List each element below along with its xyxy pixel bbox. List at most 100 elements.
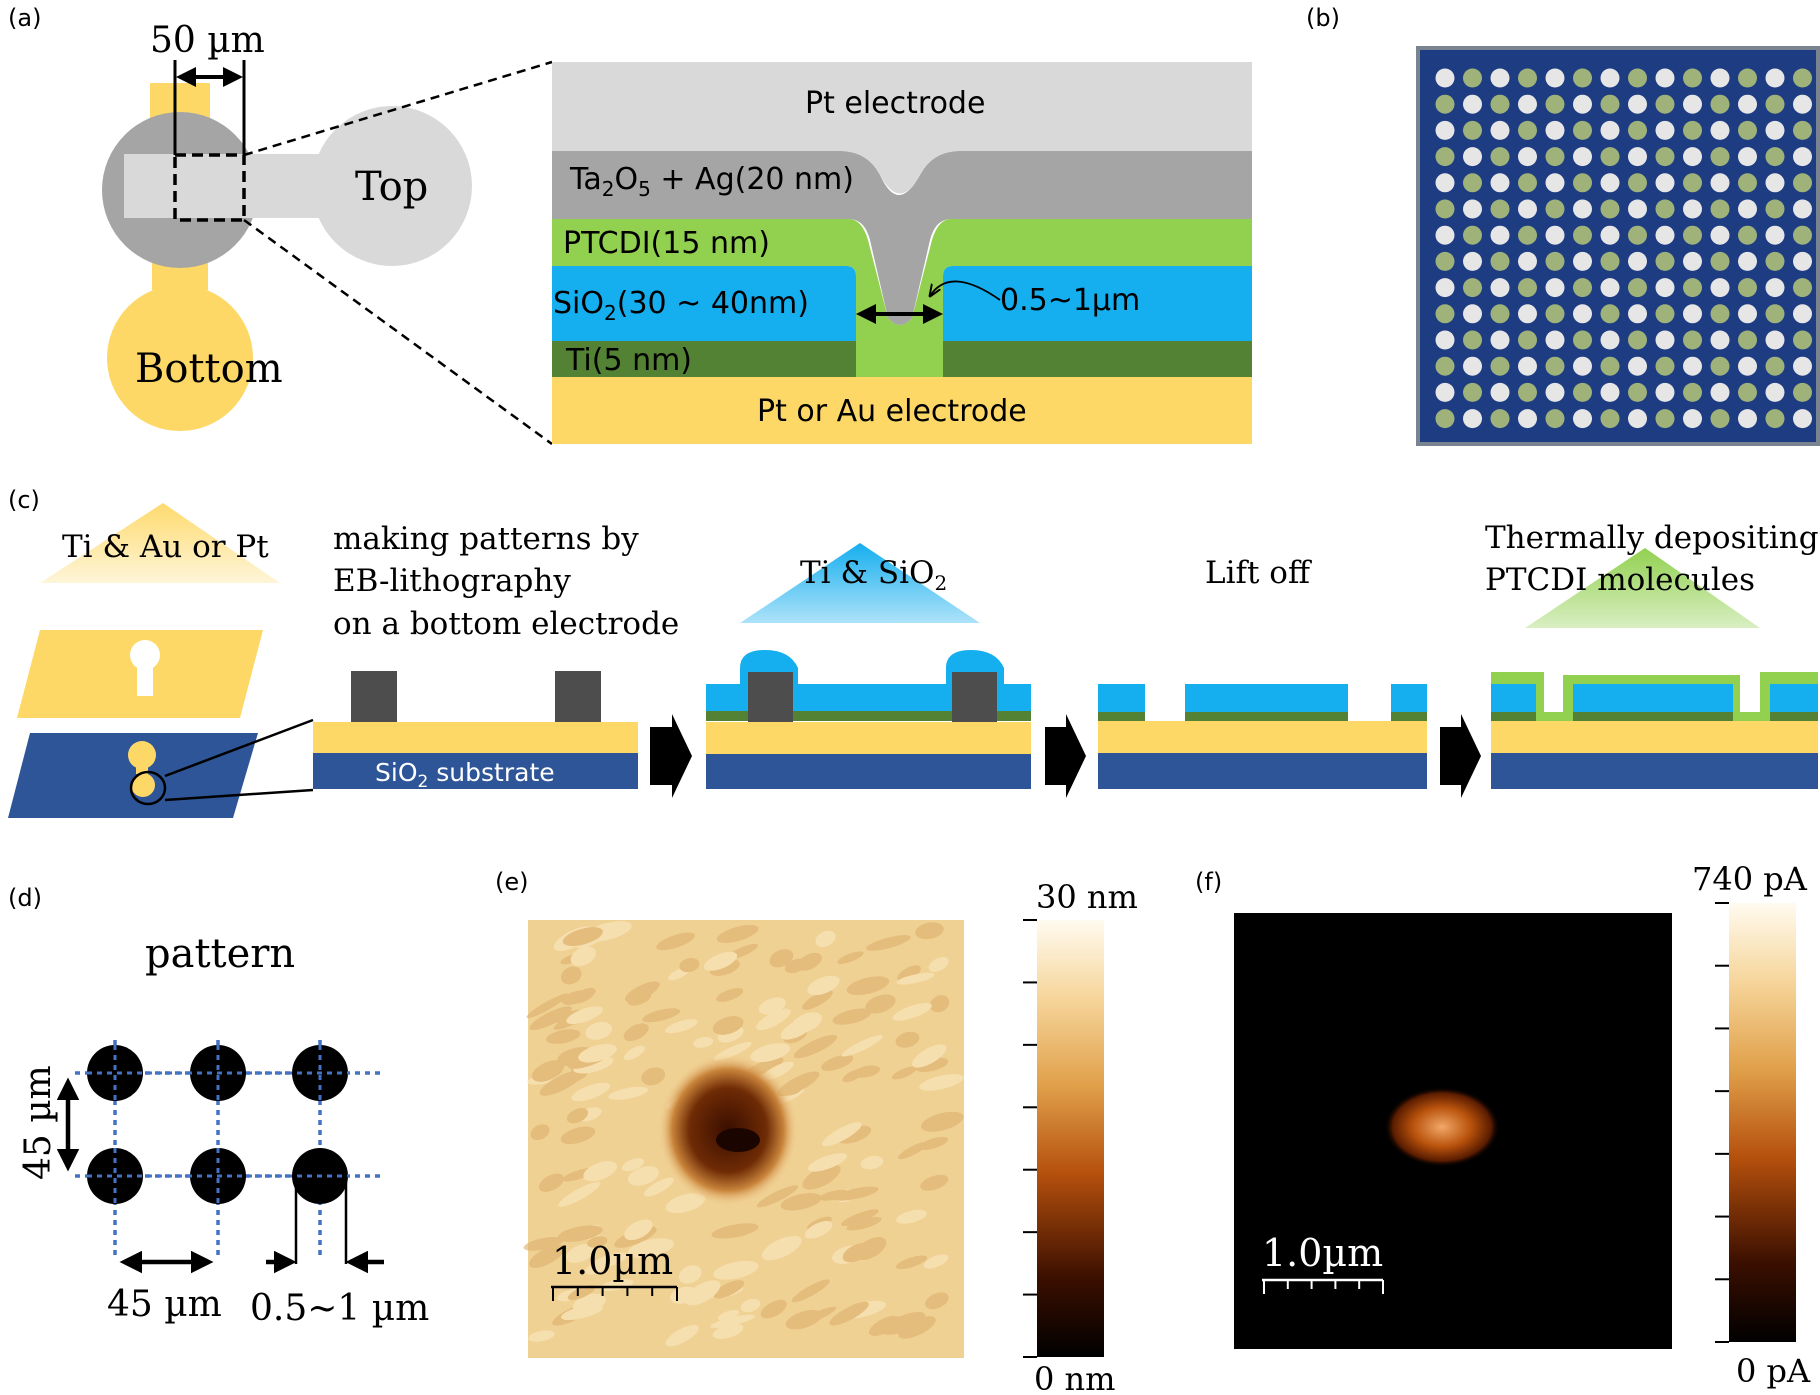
surface-grain <box>807 975 840 996</box>
chip-pad <box>1600 278 1620 298</box>
surface-grain <box>928 957 949 972</box>
surface-grain <box>832 1008 872 1025</box>
step5-ti-mid <box>1573 712 1733 721</box>
chip-pad <box>1435 120 1455 140</box>
chip-pad <box>1463 225 1482 245</box>
chip-pad <box>1710 382 1730 402</box>
gap-pointer <box>930 280 1001 301</box>
chip-edge <box>1416 46 1820 446</box>
step3-main: Ti & SiO <box>800 555 934 591</box>
surface-grain <box>822 1122 862 1147</box>
process-arrow-1 <box>650 714 692 798</box>
chip-pad <box>1573 147 1592 167</box>
chip-pad <box>1600 330 1620 350</box>
chip-pad <box>1738 330 1757 350</box>
chip-pad <box>1683 251 1702 271</box>
chip-pad <box>1738 94 1757 114</box>
step4-ti-left <box>1098 712 1145 721</box>
surface-grain <box>896 1209 927 1224</box>
chip-pad <box>1765 147 1785 167</box>
panel-c: (c) Ti & Au or Pt making patterns by EB-… <box>8 486 1819 818</box>
sio2-substrate <box>313 753 638 789</box>
chip-pad <box>1628 68 1647 88</box>
surface-grain <box>891 1066 917 1080</box>
surface-grain <box>627 1238 674 1259</box>
zoom-line-lower <box>164 788 314 802</box>
step4-ti-right <box>1391 712 1427 721</box>
chip-pad <box>1435 278 1455 298</box>
chip-pad <box>1655 278 1675 298</box>
chip-pad <box>1628 120 1647 140</box>
surface-grain <box>842 1242 872 1263</box>
chip-pad <box>1765 356 1785 376</box>
chip-pad <box>1628 94 1647 114</box>
panel-e: (e) 1.0µm 30 nm 0 nm <box>495 868 1138 1395</box>
chip-pad <box>1655 409 1675 429</box>
chip-pad <box>1518 251 1537 271</box>
surface-grain <box>756 1008 791 1031</box>
surface-grain <box>807 1153 848 1172</box>
bottom-electrode-layer <box>552 377 1252 444</box>
chip-pad <box>1738 225 1757 245</box>
surface-grain <box>919 1074 964 1091</box>
surface-grain <box>740 1298 761 1313</box>
chip-pad <box>1463 330 1482 350</box>
surface-grain <box>793 1034 838 1059</box>
surface-grain <box>578 1044 617 1063</box>
chip-pad <box>1765 330 1785 350</box>
chip-pad <box>1765 278 1785 298</box>
surface-grain <box>665 1193 706 1214</box>
chip-pad <box>1765 409 1785 429</box>
colorbar-e-min: 0 nm <box>1034 1360 1115 1395</box>
surface-grain <box>837 1125 872 1144</box>
panel-d-label: (d) <box>8 884 42 912</box>
step2-line3: on a bottom electrode <box>333 606 679 642</box>
chip-pad <box>1435 382 1455 402</box>
chip-pad <box>1573 382 1592 402</box>
chip-pad <box>1683 356 1702 376</box>
step2-line2: EB-lithography <box>333 563 571 599</box>
panel-f: (f) 1.0µm 740 pA 0 pA <box>1195 860 1811 1390</box>
surface-grain <box>624 1219 653 1241</box>
surface-grain <box>716 924 759 943</box>
substrate-sub: 2 <box>418 772 429 792</box>
chip-pad <box>1683 278 1702 298</box>
step2-line1: making patterns by <box>333 521 639 557</box>
chip-pad <box>1573 278 1592 298</box>
surface-grain <box>717 1310 740 1321</box>
surface-grain <box>923 1254 949 1269</box>
chip-pad <box>1518 199 1537 219</box>
chip-pad <box>1463 68 1482 88</box>
gap-text: 0.5~1µm <box>1000 283 1140 318</box>
chip-pad <box>1683 68 1702 88</box>
chip-pad <box>1435 356 1455 376</box>
ta2o5-mid: O <box>614 162 638 197</box>
surface-grain <box>693 1037 714 1048</box>
chip-pad <box>1628 251 1647 271</box>
surface-grain <box>780 1193 822 1211</box>
chip-pad <box>1573 94 1592 114</box>
chip-pad <box>1463 94 1482 114</box>
sio2-layer-right <box>943 266 1252 341</box>
hole-size-text: 0.5~1 µm <box>250 1288 429 1329</box>
panel-a-label: (a) <box>8 4 41 32</box>
process-arrow-2 <box>1045 714 1086 798</box>
surface-grain <box>560 966 582 985</box>
chip-pad <box>1655 356 1675 376</box>
bottom-electrode-text: Pt or Au electrode <box>757 394 1027 429</box>
colorbar-f <box>1729 903 1796 1342</box>
chip-pad <box>1463 199 1482 219</box>
surface-grain <box>587 1236 608 1248</box>
surface-grain <box>761 1235 802 1261</box>
chip-pad <box>1710 330 1730 350</box>
chip-pad <box>1793 409 1812 429</box>
chip-pad <box>1573 68 1592 88</box>
surface-grain <box>642 1008 681 1023</box>
step4-sio2-left <box>1098 684 1145 712</box>
chip-pad <box>1545 120 1565 140</box>
colorbar-f-ticks <box>1715 902 1729 1343</box>
chip-pad <box>1573 120 1592 140</box>
chip-pad <box>1545 68 1565 88</box>
surface-grain <box>895 1031 920 1048</box>
surface-grain <box>802 990 833 1010</box>
